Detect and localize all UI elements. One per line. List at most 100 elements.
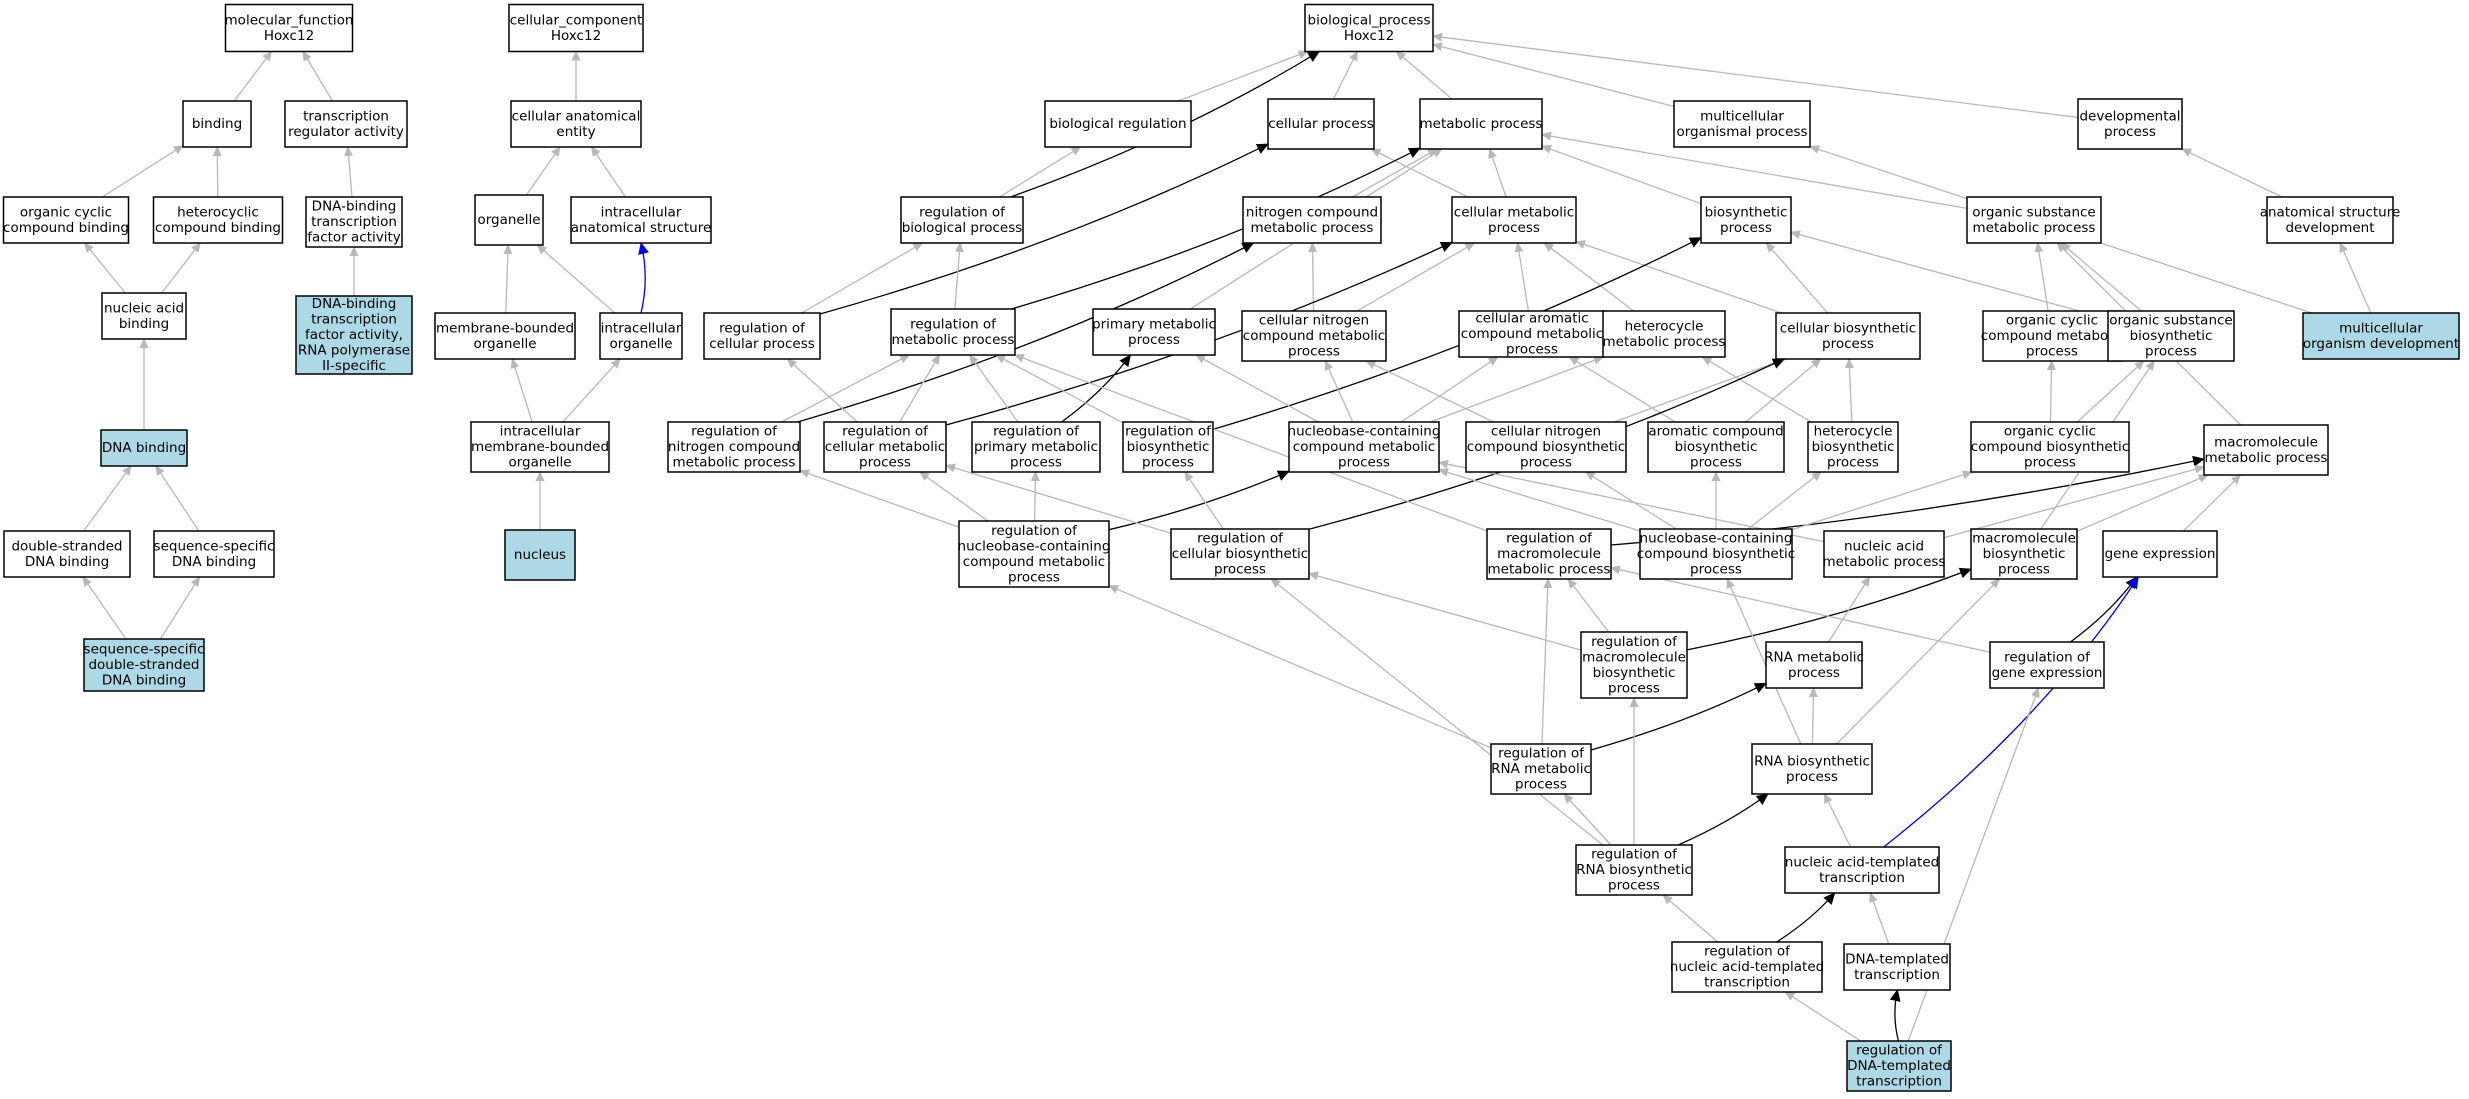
- node-label-line: compound binding: [3, 220, 129, 236]
- edge-is_a-cncbp-to-cbp: [1613, 357, 1787, 423]
- node-label-line: cellular process: [709, 336, 815, 352]
- node-label-line: process: [1827, 455, 1879, 471]
- node-label-line: RNA polymerase: [298, 343, 410, 359]
- edge-is_a-met_proc-to-bp_root: [1395, 50, 1453, 100]
- node-box: [1419, 98, 1543, 150]
- edge-is_a-cncbp-to-cncmp: [1365, 360, 1495, 423]
- node-box: [667, 421, 801, 473]
- edge-regulates-reg_nbcmp-to-nbcmp: [1108, 470, 1290, 531]
- node-label-line: gene expression: [1992, 665, 2103, 681]
- edge-is_a-reg_cmp-to-reg_met: [899, 354, 940, 423]
- node-label-line: process: [1720, 220, 1772, 236]
- node-label-line: regulation of: [910, 316, 997, 332]
- go-term-node-dna_binding[interactable]: DNA binding: [100, 429, 188, 467]
- go-term-node-reg_mbp[interactable]: regulation ofmacromoleculebiosyntheticpr…: [1580, 631, 1688, 699]
- edge-is_a-hmp-to-cmp: [1543, 242, 1635, 312]
- go-term-node-cell_proc[interactable]: cellular process: [1267, 98, 1375, 150]
- node-label-line: biosynthetic: [1705, 204, 1788, 220]
- edge-is_a-nbcmp-to-cncmp: [1324, 360, 1354, 423]
- go-term-node-binding[interactable]: binding: [182, 100, 252, 148]
- node-box: [2077, 98, 2183, 150]
- go-term-node-met_proc[interactable]: metabolic process: [1419, 98, 1543, 150]
- node-label-line: regulation of: [1506, 531, 1593, 547]
- edge-regulates-reg_cell-to-cell_proc: [819, 143, 1269, 315]
- go-term-node-gene_expr[interactable]: gene expression: [2102, 530, 2218, 578]
- go-term-node-organelle[interactable]: organelle: [474, 194, 544, 246]
- node-label-line: DNA-binding: [312, 199, 397, 215]
- node-label-line: binding: [119, 316, 169, 332]
- node-label-line: Hoxc12: [264, 28, 314, 44]
- go-term-node-nucleus[interactable]: nucleus: [504, 529, 576, 581]
- go-term-node-reg_nbcmp[interactable]: regulation ofnucleobase-containingcompou…: [958, 520, 1111, 588]
- node-label-line: multicellular: [1700, 108, 1784, 124]
- node-label-line: primary metabolic: [974, 439, 1098, 455]
- node-label-line: intracellular: [601, 320, 682, 336]
- node-label-line: Hoxc12: [1344, 28, 1394, 44]
- node-box: [1242, 196, 1382, 244]
- edge-regulates-reg_met-to-met_proc: [1011, 147, 1421, 310]
- node-label-line: compound biosynthetic: [1971, 439, 2129, 455]
- go-term-node-bio_reg[interactable]: biological regulation: [1044, 100, 1192, 148]
- node-label-line: biosynthetic: [1983, 546, 2066, 562]
